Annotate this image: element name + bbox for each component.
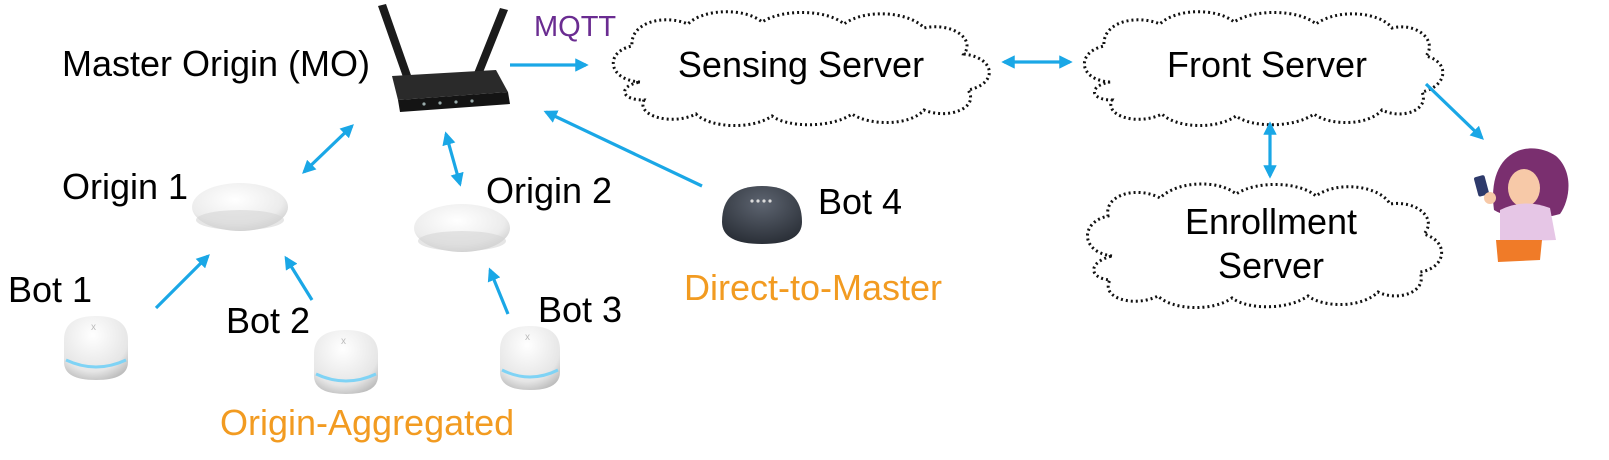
svg-text:x: x bbox=[341, 336, 346, 347]
bot2-label: Bot 2 bbox=[226, 300, 310, 341]
arrow-bot1-to-origin1 bbox=[154, 254, 210, 310]
master-origin-label: Master Origin (MO) bbox=[62, 43, 370, 84]
origin1-label: Origin 1 bbox=[62, 166, 188, 207]
bot3-label: Bot 3 bbox=[538, 289, 622, 330]
svg-text:x: x bbox=[91, 322, 96, 333]
origin2-label: Origin 2 bbox=[486, 170, 612, 211]
router-icon bbox=[378, 4, 510, 112]
svg-text:x: x bbox=[525, 332, 530, 343]
bot1-sensor-icon: x bbox=[64, 316, 128, 380]
mqtt-label: MQTT bbox=[534, 11, 616, 43]
origin2-hub-icon bbox=[414, 204, 510, 252]
arrow-origin2-mo bbox=[442, 131, 464, 187]
bot2-sensor-icon: x bbox=[314, 330, 378, 394]
direct-to-master-label: Direct-to-Master bbox=[684, 267, 942, 308]
front-server-label: Front Server bbox=[1167, 44, 1367, 85]
arrow-bot3-to-origin2 bbox=[487, 267, 510, 315]
origin1-hub-icon bbox=[192, 183, 288, 231]
arrows bbox=[154, 55, 1484, 315]
arrow-origin1-mo bbox=[302, 124, 354, 174]
sensing-server-label: Sensing Server bbox=[678, 44, 924, 85]
arrow-front-to-user bbox=[1424, 82, 1484, 140]
arrow-bot2-to-origin1 bbox=[284, 255, 314, 301]
smart-speaker-icon bbox=[722, 186, 802, 244]
enrollment-server-label-line1: Enrollment bbox=[1185, 201, 1357, 242]
arrow-bot4-to-mo bbox=[543, 110, 703, 188]
user-with-phone-icon bbox=[1474, 148, 1569, 262]
bot1-label: Bot 1 bbox=[8, 269, 92, 310]
bot4-label: Bot 4 bbox=[818, 181, 902, 222]
origin-aggregated-label: Origin-Aggregated bbox=[220, 402, 514, 443]
enrollment-server-label-line2: Server bbox=[1218, 245, 1324, 286]
bot3-sensor-icon: x bbox=[500, 326, 560, 390]
